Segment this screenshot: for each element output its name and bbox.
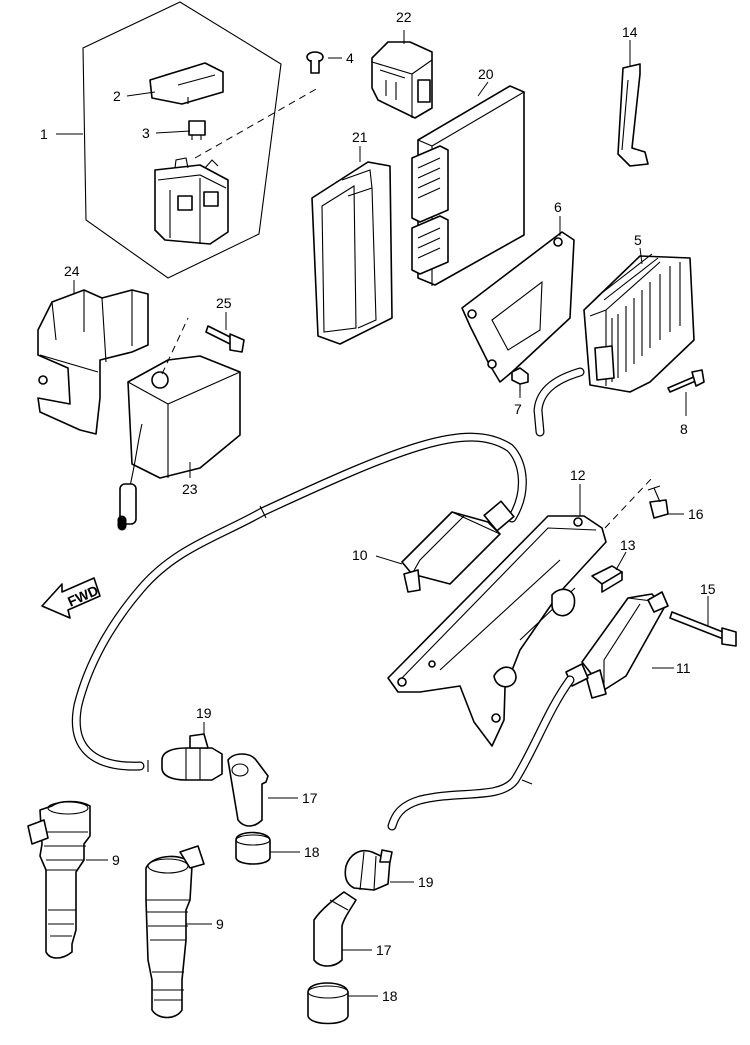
callout-10: 10 [352,547,368,563]
grommet-18a [235,831,271,865]
ecm-cover [311,161,393,345]
fuse [188,120,206,140]
callout-15: 15 [700,581,716,597]
plug-cap-19b [344,849,393,891]
callout-6: 6 [554,199,562,215]
screw-4 [306,51,324,74]
callout-22: 22 [396,9,412,25]
connector-block [371,41,433,119]
callout-2: 2 [113,88,121,104]
callout-18a: 18 [304,844,320,860]
callout-24: 24 [64,263,80,279]
tilt-sensor-unit [119,355,241,525]
relay-cover [149,62,224,105]
callout-1: 1 [40,126,48,142]
callout-5: 5 [634,232,642,248]
plug-cap-19a [161,733,223,781]
relay-assembly-box [82,1,319,279]
grommet-18b [307,982,349,1025]
callout-18b: 18 [382,988,398,1004]
callout-4: 4 [346,50,354,66]
callout-9b: 9 [216,916,224,932]
callout-20: 20 [478,66,494,82]
callout-12: 12 [570,467,586,483]
callout-21: 21 [352,129,368,145]
leader-lines [56,30,709,997]
coil-bracket [387,515,607,747]
bolt-15 [669,611,737,647]
rubber-strap [617,63,649,167]
ignition-coil-10 [401,500,515,593]
callout-3: 3 [142,125,150,141]
callout-25: 25 [216,295,232,311]
bolt-16 [647,485,669,519]
plug-boot-17b [313,891,357,967]
callout-labels: 1 2 3 4 5 6 7 8 9 9 10 11 12 13 14 15 16… [40,9,716,1004]
callout-11: 11 [676,660,691,676]
plug-boot-17a [227,753,269,827]
callout-23: 23 [182,481,198,497]
ecm-unit [411,85,525,286]
stick-coil-9b [145,845,205,1019]
callout-17b: 17 [376,942,392,958]
callout-9a: 9 [112,852,120,868]
callout-13: 13 [620,537,636,553]
callout-16: 16 [688,506,704,522]
callout-7: 7 [514,401,522,417]
starter-relay [154,157,229,245]
fwd-label: FWD [65,582,101,610]
voltage-regulator [583,253,695,393]
spacer-13 [591,565,623,593]
bolt-25 [205,325,245,353]
mount-bracket [37,289,149,435]
callout-19a: 19 [196,705,212,721]
ignition-coil-11 [565,591,669,699]
callout-14: 14 [622,24,638,40]
forward-direction-arrow: FWD [41,577,101,619]
callout-17a: 17 [302,790,318,806]
regulator-bracket [461,231,575,383]
bolt-8 [667,369,705,393]
stick-coil-9a [27,800,91,959]
callout-19b: 19 [418,874,434,890]
bolt-7 [511,367,529,392]
callout-8: 8 [680,421,688,437]
